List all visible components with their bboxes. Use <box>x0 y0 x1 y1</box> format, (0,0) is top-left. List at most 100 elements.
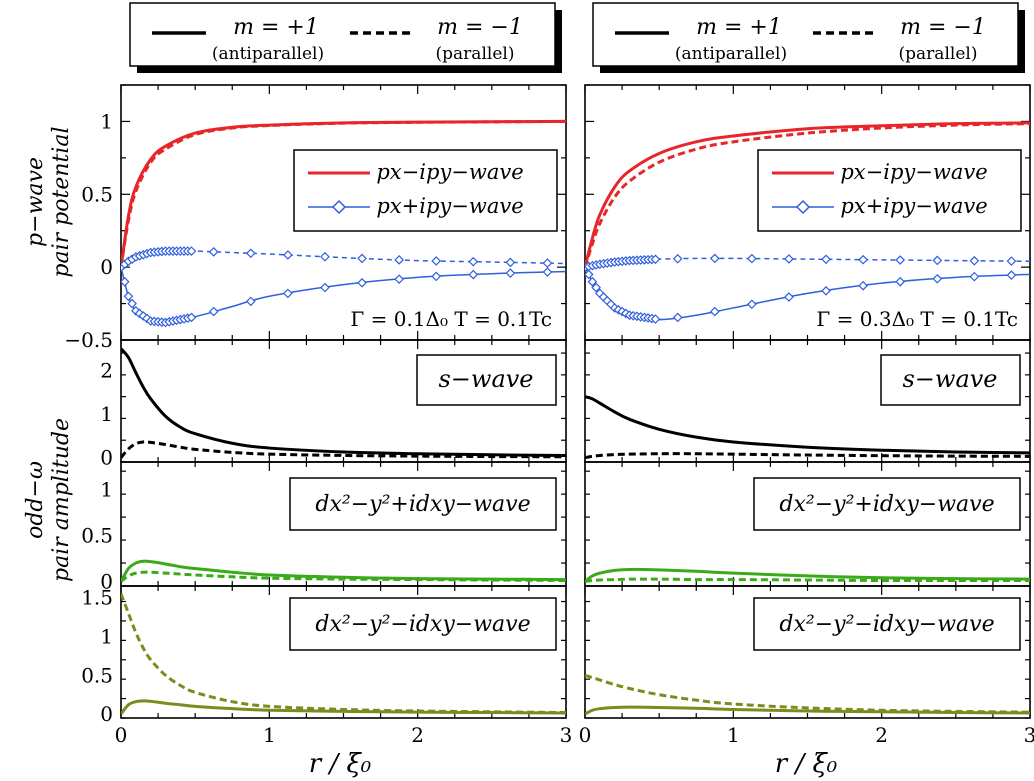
data-point <box>283 250 293 260</box>
panel-right-s-wave <box>584 339 1031 463</box>
data-point <box>127 298 137 309</box>
ylabel-bottom-line2: pair amplitude <box>49 418 74 582</box>
data-point <box>505 257 516 268</box>
panel-right-p-wave <box>584 84 1031 341</box>
ylabel-bottom: odd−ω pair amplitude <box>23 418 74 582</box>
series-black-dashed <box>121 440 566 459</box>
xlabel-left: r / ξ₀ <box>309 749 372 779</box>
data-point <box>932 273 943 284</box>
right-d-plus-label: dx²−y²+idxy−wave <box>753 477 1021 531</box>
left-d-plus-label: dx²−y²+idxy−wave <box>289 477 557 531</box>
legend-minus-sub: (parallel) <box>899 44 978 64</box>
data-point <box>591 282 601 293</box>
data-point <box>542 267 553 277</box>
data-point <box>672 312 683 323</box>
legend-plus-sub: (antiparallel) <box>675 44 787 64</box>
data-point <box>650 314 661 324</box>
series-olive-dashed <box>585 673 1030 714</box>
s-wave-label: s−wave <box>902 365 997 393</box>
diamond-marker-icon <box>795 199 811 215</box>
data-point <box>747 253 757 264</box>
legend-minus-sub: (parallel) <box>436 44 515 64</box>
data-point <box>123 291 134 302</box>
left-top-legend: m = +1 (antiparallel) m = −1 (parallel) <box>129 2 562 73</box>
data-point <box>895 276 906 287</box>
data-point <box>134 308 145 319</box>
data-point <box>357 253 367 264</box>
data-point <box>784 254 794 264</box>
y-tick-label: 0 <box>100 702 113 726</box>
data-point <box>1006 256 1017 266</box>
d-plus-label: dx²−y²+idxy−wave <box>315 492 530 517</box>
left-params: Γ = 0.1Δ₀ T = 0.1Tc <box>350 307 552 331</box>
y-tick-label: 2 <box>100 359 113 383</box>
data-point <box>895 255 906 265</box>
right-params: Γ = 0.3Δ₀ T = 0.1Tc <box>816 307 1018 331</box>
data-point <box>585 269 594 280</box>
data-point <box>1006 270 1017 281</box>
panel-right-d-plus <box>584 461 1031 587</box>
panel-left-d-plus: 00.51 <box>81 461 567 593</box>
series-red-dashed <box>121 119 566 268</box>
series-black-solid <box>121 347 566 457</box>
data-point <box>357 277 367 288</box>
x-tick-label: 3 <box>1024 723 1034 747</box>
s-wave-label: s−wave <box>438 365 533 393</box>
data-point <box>320 282 330 293</box>
data-point <box>283 288 293 299</box>
data-point <box>821 254 831 265</box>
y-tick-label: 0 <box>100 255 113 279</box>
data-point <box>121 276 130 287</box>
legend-px-minus: px−ipy−wave <box>376 160 523 184</box>
data-point <box>431 256 442 266</box>
y-tick-label: 1 <box>100 402 113 426</box>
right-d-minus-label: dx²−y²−idxy−wave <box>753 597 1021 651</box>
x-tick-label: 0 <box>115 723 128 747</box>
y-tick-label: 0.5 <box>81 663 113 687</box>
series-olive-solid <box>121 699 566 716</box>
legend-minus-main: m = −1 <box>900 15 986 40</box>
y-tick-label: 1 <box>100 478 113 502</box>
left-s-label: s−wave <box>416 354 557 406</box>
data-point <box>709 306 720 317</box>
data-point <box>542 258 553 268</box>
ylabel-top-line2: pair potential <box>49 126 74 277</box>
data-point <box>821 285 831 296</box>
d-minus-label: dx²−y²−idxy−wave <box>315 612 530 637</box>
data-point <box>245 248 256 259</box>
data-point <box>208 306 219 317</box>
legend-minus-main: m = −1 <box>437 15 523 40</box>
data-point <box>932 255 943 266</box>
data-point <box>394 255 404 265</box>
series-green-dashed <box>585 577 1030 583</box>
y-tick-label: 0 <box>100 446 113 470</box>
y-tick-label: 0.5 <box>81 523 113 547</box>
x-tick-label: 1 <box>263 723 276 747</box>
data-point <box>858 280 868 291</box>
data-point <box>747 299 757 310</box>
data-point <box>709 253 720 264</box>
legend-plus-main: m = +1 <box>233 15 319 40</box>
series-blue-dashed <box>585 257 1030 268</box>
series-green-dashed <box>121 570 566 583</box>
data-point <box>672 253 683 264</box>
legend-plus-sub: (antiparallel) <box>212 44 324 64</box>
ylabel-bottom-line1: odd−ω <box>23 461 48 539</box>
data-point <box>784 292 794 302</box>
y-tick-label: 1 <box>100 624 113 648</box>
data-point <box>186 312 197 323</box>
data-point <box>505 268 516 279</box>
data-point <box>650 254 661 265</box>
series-red-solid <box>585 121 1030 268</box>
right-p-legend: px−ipy−wave px+ipy−wave <box>757 149 1022 232</box>
d-plus-label: dx²−y²+idxy−wave <box>779 492 994 517</box>
data-point <box>468 269 479 280</box>
right-s-label: s−wave <box>880 354 1021 406</box>
data-point <box>969 271 980 282</box>
x-tick-label: 1 <box>727 723 740 747</box>
y-tick-label: 0.5 <box>81 182 113 206</box>
y-tick-label: 1.5 <box>81 586 113 610</box>
